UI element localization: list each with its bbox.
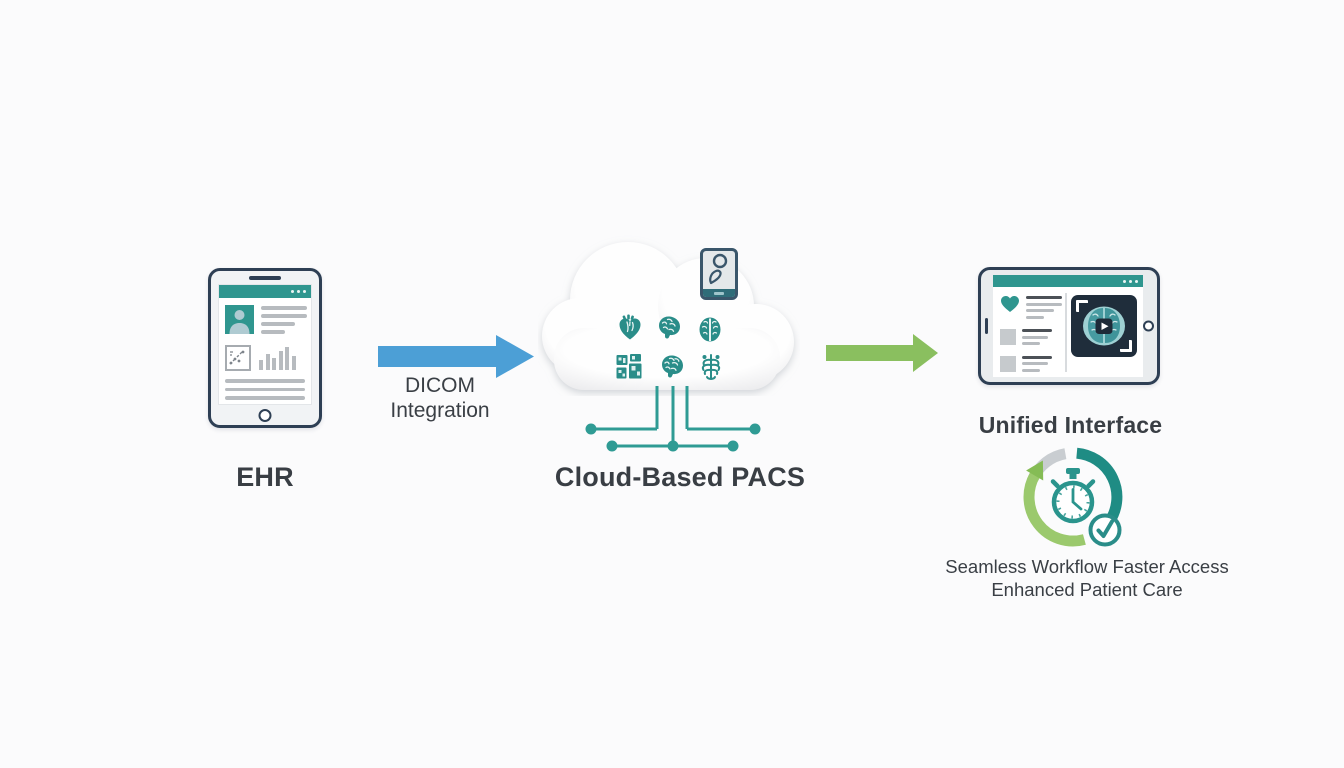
dicom-arrow-label: DICOM Integration: [360, 373, 520, 423]
pacs-label: Cloud-Based PACS: [554, 462, 806, 492]
home-button: [258, 409, 272, 422]
home-button: [1143, 320, 1154, 332]
study-list-item: [1000, 329, 1062, 349]
pacs-network: [585, 386, 761, 452]
bar-chart-icon: [259, 346, 296, 371]
skeleton-icon: [696, 352, 726, 382]
unified-label: Unified Interface: [978, 412, 1163, 438]
study-list-item: [1000, 355, 1062, 376]
tablet-speaker: [985, 318, 988, 334]
thumbnail-placeholder: [1000, 355, 1016, 372]
image-viewer-panel: [1071, 295, 1137, 357]
benefits-line-1: Seamless Workflow Faster Access: [945, 556, 1229, 577]
scatter-chart-icon: [225, 345, 251, 371]
ehr-screen-header: [219, 285, 311, 298]
access-arrow: [826, 334, 938, 372]
patient-text-lines: [261, 305, 307, 338]
brain-top-icon: [695, 314, 725, 344]
heart-icon: [1001, 296, 1019, 312]
benefits-text: Seamless Workflow Faster Access Enhanced…: [930, 555, 1244, 601]
menu-dots-icon: [1123, 279, 1138, 283]
ehr-screen: [218, 284, 312, 405]
favorites-row: [1000, 295, 1062, 322]
panel-divider: [1065, 293, 1067, 372]
tablet-bottom-bar: [703, 289, 735, 297]
medical-tablet-icon: [700, 248, 738, 300]
list-item-text: [1022, 355, 1052, 376]
brain-icon: [657, 352, 687, 382]
patient-profile-row: [225, 305, 307, 338]
record-text-lines: [225, 379, 305, 404]
brain-scan-play-icon: [1083, 306, 1125, 346]
dicom-line-1: DICOM: [405, 374, 475, 397]
heart-icon: [615, 313, 645, 343]
pacs-cloud-shape: [542, 242, 794, 390]
unified-screen-header: [993, 275, 1143, 287]
thumbnail-placeholder: [1000, 329, 1016, 345]
stopwatch-icon: [1050, 468, 1096, 524]
unified-tablet: [978, 267, 1160, 385]
ehr-label: EHR: [236, 462, 294, 492]
menu-dots-icon: [291, 290, 306, 293]
patient-avatar-icon: [225, 305, 254, 334]
cycle-arrows-icon: [1023, 447, 1123, 547]
dicom-line-2: Integration: [390, 399, 490, 422]
radiology-films-icon: [614, 352, 644, 382]
unified-screen: [993, 275, 1143, 377]
chart-row: [225, 345, 305, 371]
brain-side-icon: [654, 313, 684, 343]
ehr-tablet: [208, 268, 322, 428]
tablet-speaker: [249, 276, 281, 280]
benefits-line-2: Enhanced Patient Care: [991, 579, 1183, 600]
check-icon: [1088, 513, 1122, 547]
summary-text-lines: [1026, 295, 1062, 322]
list-item-text: [1022, 329, 1052, 349]
dicom-arrow: [378, 335, 534, 378]
